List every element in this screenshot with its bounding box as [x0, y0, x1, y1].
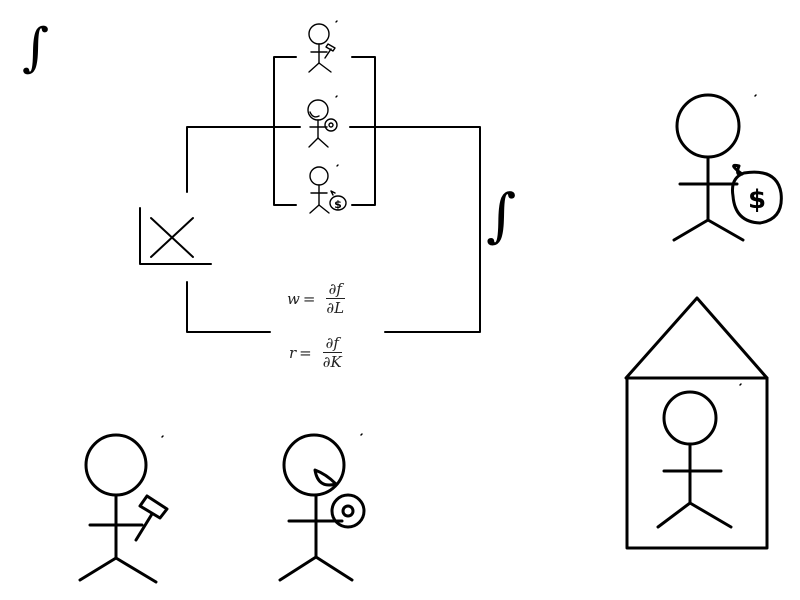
loop-line-bottom — [186, 281, 271, 333]
agents-bracket-left — [273, 56, 297, 206]
coin-symbol: $ — [748, 185, 766, 215]
integral-symbol-loop: ∫ — [486, 181, 517, 249]
small-coin-symbol: $ — [334, 198, 342, 211]
wage-symbol: w — [287, 289, 300, 308]
rent-denominator: ∂K — [322, 353, 342, 371]
wage-fraction: ∂f ∂L — [323, 281, 347, 316]
loop-line-left — [186, 126, 301, 193]
small-money-agent-icon — [309, 164, 347, 214]
rent-formula: r = ∂f ∂K — [289, 335, 345, 370]
rent-fraction: ∂f ∂K — [320, 335, 345, 370]
small-capitalist-icon — [307, 95, 338, 148]
rent-numerator: ∂f — [322, 335, 342, 353]
integral-symbol-top-left: ∫ — [22, 18, 50, 78]
small-worker-icon — [308, 20, 338, 73]
capitalist-icon — [278, 433, 366, 582]
rent-equals: = — [299, 343, 312, 362]
wage-denominator: ∂L — [326, 299, 345, 317]
loop-line-right — [349, 126, 481, 333]
wage-equals: = — [302, 289, 316, 308]
market-cross-icon — [139, 207, 212, 265]
wage-formula: w = ∂f ∂L — [287, 281, 347, 316]
agents-bracket-right — [351, 56, 376, 206]
rent-symbol: r — [289, 343, 297, 362]
flow-lines — [186, 56, 481, 333]
money-agent-icon — [672, 93, 783, 242]
wage-numerator: ∂f — [325, 281, 345, 299]
worker-icon — [78, 433, 169, 584]
household-icon — [624, 296, 769, 550]
